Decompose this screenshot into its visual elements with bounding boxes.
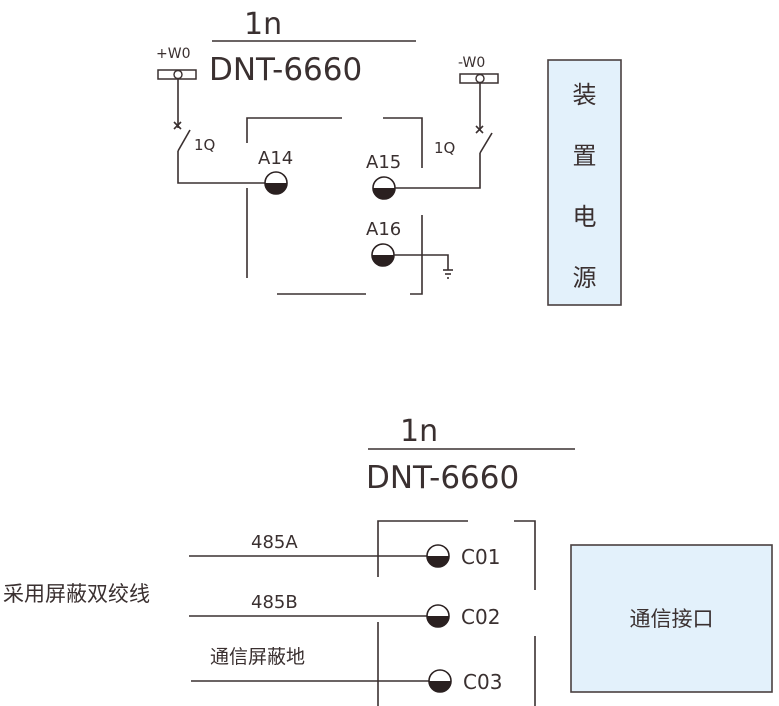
terminal-label-c02: C02 [461,605,500,629]
comm-section: 1n DNT-6660 采用屏蔽双绞线 485A C01 485B C02 通信… [3,414,773,706]
device-border [514,520,536,590]
line-label-shield-ground: 通信屏蔽地 [210,646,305,668]
device-border [377,520,468,577]
power-section: 1n DNT-6660 +W0 1Q A14 A15 [156,7,622,306]
breaker-x-icon [173,121,182,130]
device-model-label: DNT-6660 [209,52,362,88]
positive-supply-label: +W0 [156,46,190,62]
switch-contact-icon [479,132,493,154]
terminal-label-a14: A14 [258,148,293,169]
device-unit-label: 1n [244,7,282,42]
wire [177,151,265,184]
comm-interface-box: 通信接口 [570,544,773,693]
switch-contact-icon [177,129,191,152]
terminal-label-c03: C03 [463,670,502,694]
negative-supply-label: -W0 [458,55,485,71]
terminal-label-c01: C01 [461,545,500,569]
terminal-a14-icon [264,171,288,195]
device-power-char: 源 [573,264,597,292]
terminal-a16-icon [371,243,395,267]
device-power-char: 电 [573,203,597,231]
cable-note-label: 采用屏蔽双绞线 [3,582,150,606]
device-border [246,117,342,143]
line-label-485a: 485A [251,532,298,553]
breaker-right-label: 1Q [434,139,455,157]
terminal-screw-icon [475,73,485,84]
terminal-label-a16: A16 [366,219,401,240]
device-power-char: 装 [573,81,597,109]
terminal-a15-icon [372,176,396,200]
breaker-left-label: 1Q [194,136,215,154]
comm-interface-label: 通信接口 [630,607,714,631]
ground-icon [443,269,453,279]
wire [395,153,481,189]
wire [394,254,449,270]
terminal-c03-icon [428,669,452,693]
terminal-screw-icon [173,69,183,80]
device-power-char: 置 [573,142,597,170]
device-border [383,117,423,168]
device-unit-label: 1n [400,414,438,449]
device-power-box: 装 置 电 源 [547,59,622,306]
device-border [410,215,423,295]
line-label-485b: 485B [251,592,298,613]
device-model-label: DNT-6660 [366,460,519,496]
terminal-c01-icon [426,544,450,568]
terminal-c02-icon [426,604,450,628]
terminal-label-a15: A15 [366,152,401,173]
